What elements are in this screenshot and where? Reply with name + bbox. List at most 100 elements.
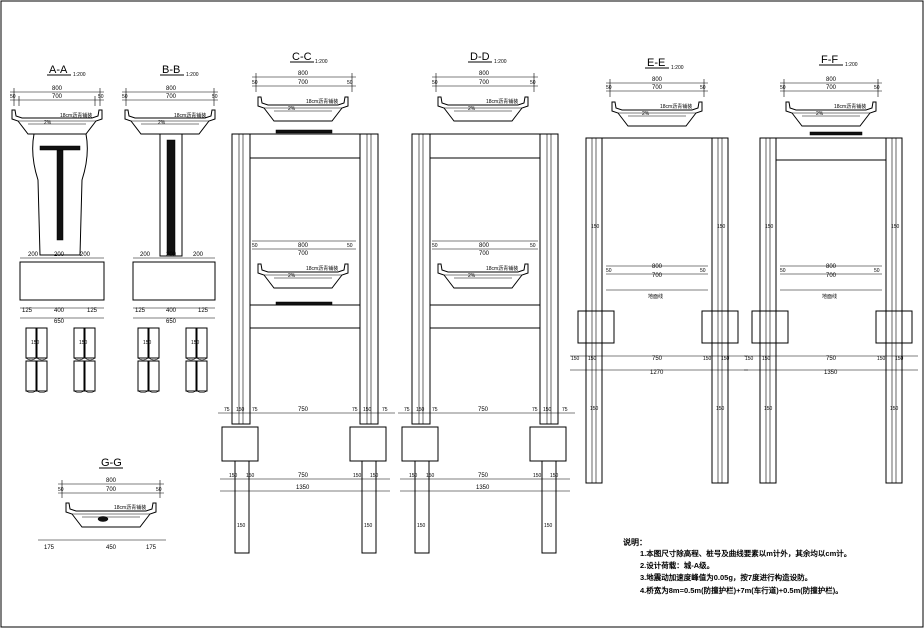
bb-pile-l: 150 <box>143 340 152 346</box>
cc-dim-50-r: 50 <box>347 80 353 86</box>
ee-dim-50-r2: 50 <box>700 268 706 274</box>
ff-dim-150-1: 150 <box>745 356 754 362</box>
aa-dim-200-r: 200 <box>80 252 91 258</box>
gg-dim-175-l: 175 <box>44 545 55 551</box>
ff-dim-750: 750 <box>826 356 837 362</box>
note-4: 4.桥宽为8m=0.5m(防撞护栏)+7m(车行道)+0.5m(防撞护栏)。 <box>640 585 843 595</box>
ee-col-r: 150 <box>717 224 726 230</box>
bb-dim-400: 400 <box>166 308 177 314</box>
notes-heading: 说明： <box>623 537 647 547</box>
bb-dim-50-l: 50 <box>122 94 128 100</box>
dd-dim-750-2: 750 <box>478 473 489 479</box>
cc-dim-750: 750 <box>298 407 309 413</box>
gg-dim-50-r: 50 <box>156 487 162 493</box>
dd-dim-50-l: 50 <box>432 80 438 86</box>
dd-dim-75-3: 75 <box>532 407 538 413</box>
note-1: 1.本图尺寸除高程、桩号及曲线要素以m计外，其余均以cm计。 <box>640 548 851 558</box>
ee-dim-150-3: 150 <box>703 356 712 362</box>
dd-dim-150-5: 150 <box>533 473 542 479</box>
cc-dim-150-6: 150 <box>370 473 379 479</box>
ff-dim-150-3: 150 <box>877 356 886 362</box>
dd-pile-l: 150 <box>417 523 426 529</box>
section-dd-scale: 1:200 <box>494 59 507 65</box>
section-bb: B-B 1:200 800 700 50 50 18cm沥青铺装 2% 200 … <box>122 64 218 393</box>
notes-block: 说明： 1.本图尺寸除高程、桩号及曲线要素以m计外，其余均以cm计。 2.设计荷… <box>623 537 851 595</box>
cc-dim-75-4: 75 <box>382 407 388 413</box>
gg-dim-450: 450 <box>106 545 117 551</box>
cc-pave-2: 18cm沥青铺装 <box>306 265 338 272</box>
dd-dim-50-l2: 50 <box>432 243 438 249</box>
ff-dim-150-2: 150 <box>762 356 771 362</box>
note-2: 2.设计荷载：城-A级。 <box>640 560 714 570</box>
cc-dim-700: 700 <box>298 80 309 86</box>
ff-pave: 18cm沥青铺装 <box>834 103 866 110</box>
aa-pile-l: 150 <box>31 340 40 346</box>
ee-dim-150-2: 150 <box>588 356 597 362</box>
dd-dim-700-2: 700 <box>479 251 490 257</box>
ee-pile-r: 150 <box>716 406 725 412</box>
cc-pile-r: 150 <box>364 523 373 529</box>
ff-ground: 地面线 <box>822 293 837 300</box>
ee-dim-1270: 1270 <box>650 370 664 376</box>
cc-dim-750-2: 750 <box>298 473 309 479</box>
ff-pile-l: 150 <box>764 406 773 412</box>
aa-dim-50-l: 50 <box>10 94 16 100</box>
ff-col-l: 150 <box>765 224 774 230</box>
cc-dim-150-3: 150 <box>229 473 238 479</box>
aa-pave: 18cm沥青铺装 <box>60 112 92 119</box>
section-ff-title: F-F <box>821 54 838 66</box>
section-dd: D-D 1:200 800 700 50 50 18cm沥青铺装 2% 800 … <box>398 51 575 554</box>
ee-dim-50-l2: 50 <box>606 268 612 274</box>
aa-dim-650: 650 <box>54 319 65 325</box>
gg-dim-800: 800 <box>106 478 117 484</box>
cc-dim-50-l2: 50 <box>252 243 258 249</box>
cc-dim-75-2: 75 <box>252 407 258 413</box>
dd-slope-2: 2% <box>468 273 476 279</box>
dd-dim-150-2: 150 <box>543 407 552 413</box>
ee-dim-750: 750 <box>652 356 663 362</box>
aa-dim-125-l: 125 <box>22 308 33 314</box>
dd-pile-r: 150 <box>544 523 553 529</box>
ee-pave: 18cm沥青铺装 <box>660 103 692 110</box>
gg-dim-175-r: 175 <box>146 545 157 551</box>
dd-dim-75-4: 75 <box>562 407 568 413</box>
dd-slope: 2% <box>468 106 476 112</box>
ff-dim-50-l2: 50 <box>780 268 786 274</box>
aa-dim-200-m: 200 <box>54 252 65 258</box>
dd-dim-700: 700 <box>479 80 490 86</box>
dd-dim-800-2: 800 <box>479 243 490 249</box>
ee-dim-50-r: 50 <box>700 85 706 91</box>
ff-dim-150-4: 150 <box>895 356 904 362</box>
cc-dim-800: 800 <box>298 71 309 77</box>
cc-dim-50-l: 50 <box>252 80 258 86</box>
aa-dim-800: 800 <box>52 86 63 92</box>
cc-dim-800-2: 800 <box>298 243 309 249</box>
gg-dim-700: 700 <box>106 487 117 493</box>
bb-dim-200-r: 200 <box>193 252 204 258</box>
dd-dim-50-r2: 50 <box>530 243 536 249</box>
section-bb-scale: 1:200 <box>186 72 199 78</box>
section-cc: C-C 1:200 800 700 50 50 18cm沥青铺装 2% 800 … <box>218 51 395 554</box>
dd-dim-150-6: 150 <box>550 473 559 479</box>
dd-dim-150-1: 150 <box>416 407 425 413</box>
ff-pile-r: 150 <box>890 406 899 412</box>
ee-dim-700-2: 700 <box>652 273 663 279</box>
cc-slope: 2% <box>288 106 296 112</box>
bb-pave: 18cm沥青铺装 <box>174 112 206 119</box>
section-bb-title: B-B <box>162 64 180 76</box>
section-dd-title: D-D <box>470 51 490 63</box>
ff-slope: 2% <box>816 111 824 117</box>
note-3: 3.地震动加速度峰值为0.05g，按7度进行构造设防。 <box>640 572 812 582</box>
aa-slope: 2% <box>44 120 52 126</box>
bb-dim-125-l: 125 <box>135 308 146 314</box>
bb-dim-50-r: 50 <box>212 94 218 100</box>
bb-dim-800: 800 <box>166 86 177 92</box>
dd-dim-1350: 1350 <box>476 485 490 491</box>
ee-pile-l: 150 <box>590 406 599 412</box>
aa-dim-125-r: 125 <box>87 308 98 314</box>
section-aa: A-A 1:200 800 700 50 50 18cm沥青铺装 2% 200 … <box>10 64 105 393</box>
cc-dim-50-r2: 50 <box>347 243 353 249</box>
bb-dim-700: 700 <box>166 94 177 100</box>
dd-dim-75-2: 75 <box>432 407 438 413</box>
